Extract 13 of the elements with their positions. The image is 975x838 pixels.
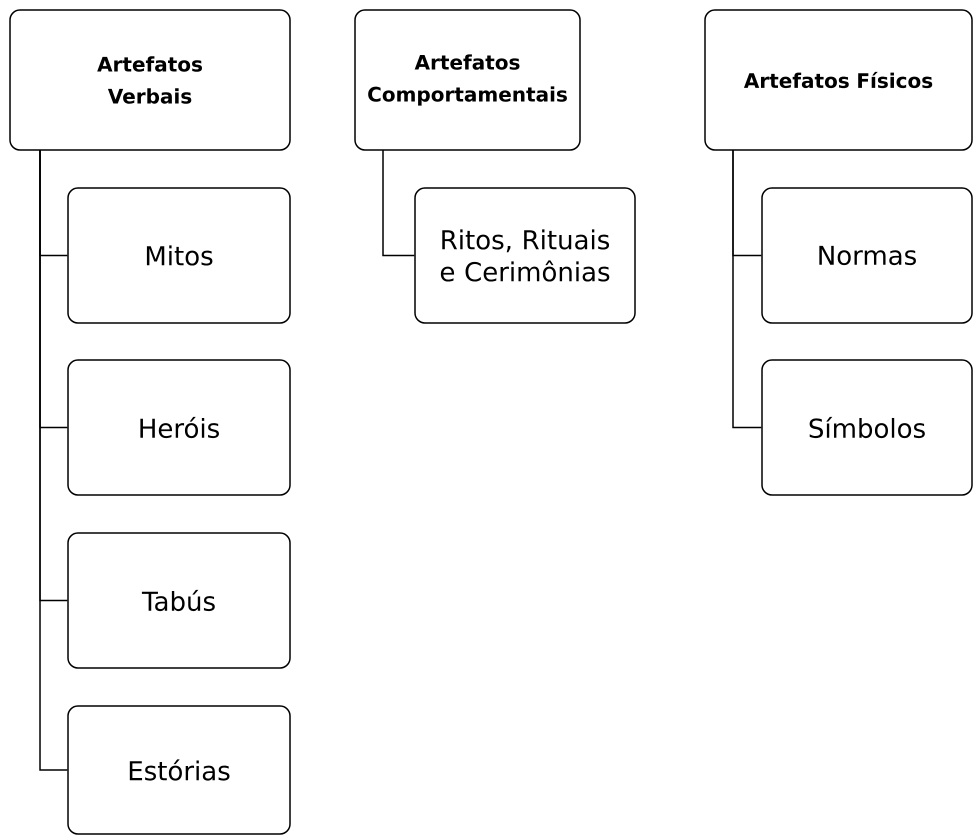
item-box: Estórias <box>67 705 291 835</box>
item-box: Normas <box>761 187 973 324</box>
item-box: Ritos, Rituais e Cerimônias <box>414 187 636 324</box>
connector-line <box>39 150 68 771</box>
item-box: Símbolos <box>761 359 973 496</box>
item-box: Heróis <box>67 359 291 496</box>
connector-line <box>732 150 762 428</box>
item-box: Mitos <box>67 187 291 324</box>
item-box: Tabús <box>67 532 291 669</box>
category-box: Artefatos Físicos <box>704 9 973 151</box>
category-box: Artefatos Verbais <box>9 9 291 151</box>
category-box: Artefatos Comportamentais <box>354 9 581 151</box>
connector-line <box>382 150 414 256</box>
